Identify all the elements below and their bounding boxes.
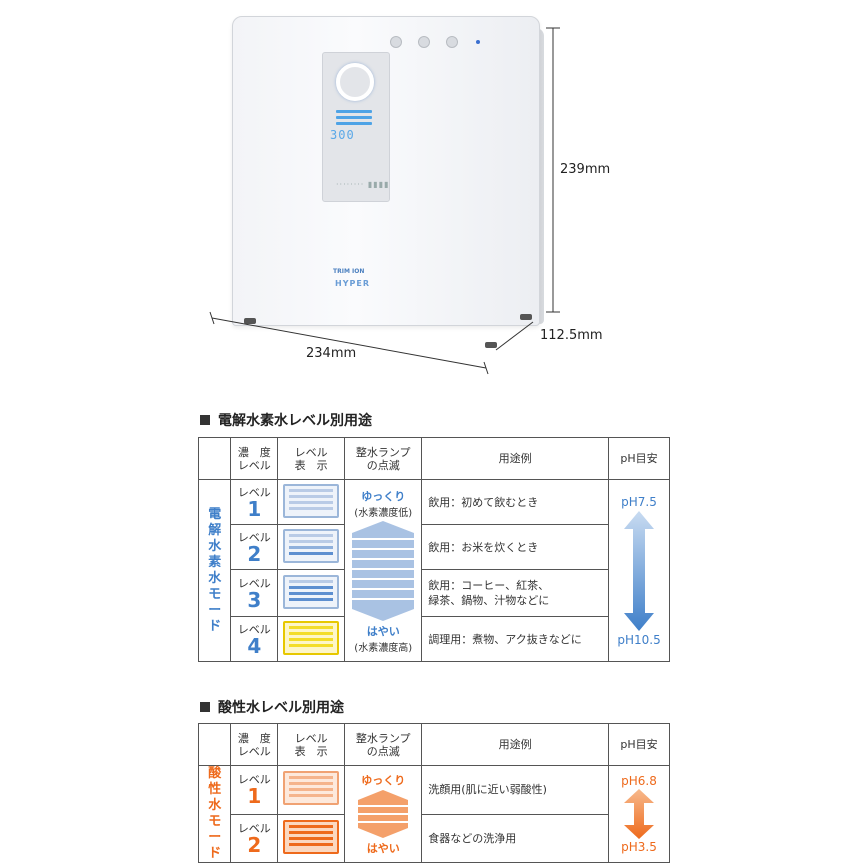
lamp-blink-cell: ゆっくり はやい bbox=[344, 765, 423, 863]
level-display-swatch bbox=[277, 524, 346, 570]
level-bar-icon bbox=[336, 122, 372, 125]
blink-arrow-icon bbox=[358, 790, 409, 838]
level-display-swatch bbox=[277, 569, 346, 617]
hydrogen-level-table: 濃 度レベル レベル表 示 整水ランプの点滅 用途例 pH目安 電解水素水モード… bbox=[197, 437, 670, 662]
bullet-square-icon bbox=[200, 702, 210, 712]
bullet-square-icon bbox=[200, 415, 210, 425]
header-lamp: 整水ランプの点滅 bbox=[344, 723, 423, 766]
header-use: 用途例 bbox=[421, 437, 610, 480]
ph-arrow-icon bbox=[624, 510, 655, 631]
header-use: 用途例 bbox=[421, 723, 610, 766]
ph-range-cell: pH6.8 pH3.5 bbox=[608, 765, 670, 863]
level-bar-icon bbox=[336, 116, 372, 119]
mode-label-acidic: 酸性水モード bbox=[197, 765, 232, 863]
header-display: レベル表 示 bbox=[277, 437, 346, 480]
level-display-swatch bbox=[277, 765, 346, 815]
width-dimension: 234mm bbox=[306, 346, 357, 361]
level-bar-icon bbox=[336, 110, 372, 113]
section-title-hydrogen: 電解水素水レベル別用途 bbox=[200, 410, 372, 430]
dimension-lines bbox=[209, 27, 560, 375]
mode-label-hydrogen: 電解水素水モード bbox=[197, 479, 232, 662]
use-example: 調理用：煮物、アク抜きなどに bbox=[421, 616, 610, 662]
height-dimension: 239mm bbox=[560, 162, 611, 177]
lamp-blink-cell: ゆっくり (水素濃度低) はやい (水素濃度高) bbox=[344, 479, 423, 662]
device-foot bbox=[244, 318, 256, 324]
indicator-dots: ········ ▮▮▮▮ bbox=[336, 180, 390, 189]
indicator-led bbox=[476, 40, 480, 44]
device-foot bbox=[485, 342, 497, 348]
header-ph: pH目安 bbox=[608, 437, 670, 480]
level-display-swatch bbox=[277, 813, 346, 863]
flow-display: 300 bbox=[330, 128, 355, 142]
use-example: 飲用：お米を炊くとき bbox=[421, 524, 610, 570]
header-lamp: 整水ランプの点滅 bbox=[344, 437, 423, 480]
brand-model: HYPER bbox=[335, 279, 370, 288]
use-example: 飲用：初めて飲むとき bbox=[421, 479, 610, 525]
level-display-swatch bbox=[277, 479, 346, 525]
header-level: 濃 度レベル bbox=[230, 437, 279, 480]
section-title-acidic: 酸性水レベル別用途 bbox=[200, 697, 344, 717]
control-button-3 bbox=[446, 36, 458, 48]
use-example: 飲用：コーヒー、紅茶、緑茶、鍋物、汁物などに bbox=[421, 569, 610, 617]
control-button-1 bbox=[390, 36, 402, 48]
header-level: 濃 度レベル bbox=[230, 723, 279, 766]
header-ph: pH目安 bbox=[608, 723, 670, 766]
ph-range-cell: pH7.5 pH10.5 bbox=[608, 479, 670, 662]
brand-label: TRIM ION bbox=[333, 268, 365, 275]
power-ring-icon bbox=[336, 63, 374, 101]
depth-dimension: 112.5mm bbox=[540, 328, 603, 343]
blink-arrow-icon bbox=[352, 520, 415, 621]
use-example: 食器などの洗浄用 bbox=[421, 813, 610, 863]
device-foot bbox=[520, 314, 532, 320]
ph-arrow-icon bbox=[624, 789, 655, 839]
use-example: 洗顔用(肌に近い弱酸性) bbox=[421, 765, 610, 815]
control-button-2 bbox=[418, 36, 430, 48]
header-display: レベル表 示 bbox=[277, 723, 346, 766]
acidic-level-table: 濃 度レベル レベル表 示 整水ランプの点滅 用途例 pH目安 酸性水モード レ… bbox=[197, 723, 670, 863]
level-display-swatch bbox=[277, 616, 346, 662]
